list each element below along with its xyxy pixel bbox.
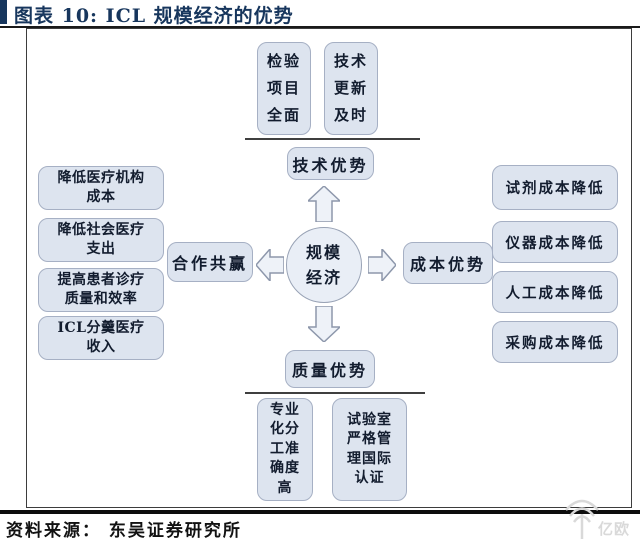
iyiou-logo-watermark: 亿欧 [565, 499, 630, 539]
arrow-up-icon [308, 186, 340, 222]
top-item-timely-tech-update: 技术 更新 及时 [324, 42, 378, 135]
bottom-item-lab-certification: 试验室 严格管 理国际 认证 [332, 398, 407, 501]
footer-rule [0, 510, 640, 514]
category-quality-advantage: 质量优势 [285, 350, 375, 388]
top-item-comprehensive-tests: 检验 项目 全面 [257, 42, 311, 135]
arrow-left-icon [256, 249, 284, 281]
right-item-labor-cost-down: 人工成本降低 [492, 271, 618, 313]
left-item-icl-revenue-share: ICL分羹医疗 收入 [38, 316, 164, 360]
diagram-frame [26, 28, 632, 508]
arrow-right-icon [368, 249, 396, 281]
right-item-procurement-cost-down: 采购成本降低 [492, 321, 618, 363]
watermark-label: 亿欧 [598, 520, 630, 538]
category-tech-advantage: 技术优势 [287, 147, 374, 180]
center-node-economies-of-scale: 规模 经济 [286, 227, 362, 303]
left-item-better-diagnosis-quality: 提高患者诊疗 质量和效率 [38, 268, 164, 312]
bottom-item-specialized-accuracy: 专业 化分 工准 确度 高 [257, 398, 313, 501]
category-cost-advantage: 成本优势 [403, 242, 493, 284]
arrow-down-icon [308, 306, 340, 342]
right-item-reagent-cost-down: 试剂成本降低 [492, 165, 618, 210]
left-item-lower-institution-cost: 降低医疗机构 成本 [38, 166, 164, 210]
title-marker-bar [0, 0, 7, 24]
right-item-instrument-cost-down: 仪器成本降低 [492, 221, 618, 263]
category-win-win-cooperation: 合作共赢 [167, 242, 253, 282]
top-connector-line [245, 138, 420, 140]
title-underline [0, 26, 640, 28]
figure-title: 图表 10: ICL 规模经济的优势 [14, 5, 294, 27]
left-item-lower-social-spending: 降低社会医疗 支出 [38, 218, 164, 262]
source-note: 资料来源： 东吴证券研究所 [6, 521, 242, 541]
bottom-connector-line [245, 392, 425, 394]
